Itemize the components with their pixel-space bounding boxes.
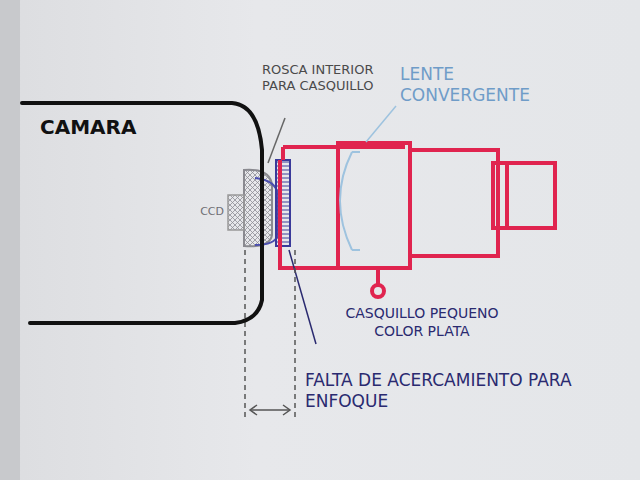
leader-line — [268, 118, 285, 163]
part-label: CASQUILLO PEQUENO COLOR PLATA — [322, 305, 522, 340]
leader-line — [366, 106, 396, 142]
ccd-sensor — [228, 195, 244, 230]
part-label: LENTE CONVERGENTE — [400, 64, 570, 107]
camera-label: CAMARA — [40, 115, 136, 139]
dimension — [245, 250, 295, 418]
leader-line — [289, 250, 316, 344]
camera-body: CAMARA CCD — [0, 95, 270, 330]
paper-edge — [0, 0, 20, 480]
part-label: ROSCA INTERIOR PARA CASQUILLO — [262, 62, 402, 95]
ccd-label: CCD — [200, 205, 224, 218]
convergent-lens — [340, 152, 360, 250]
red-tube — [280, 143, 555, 297]
dimension-label: FALTA DE ACERCAMIENTO PARA ENFOQUE — [305, 370, 585, 413]
